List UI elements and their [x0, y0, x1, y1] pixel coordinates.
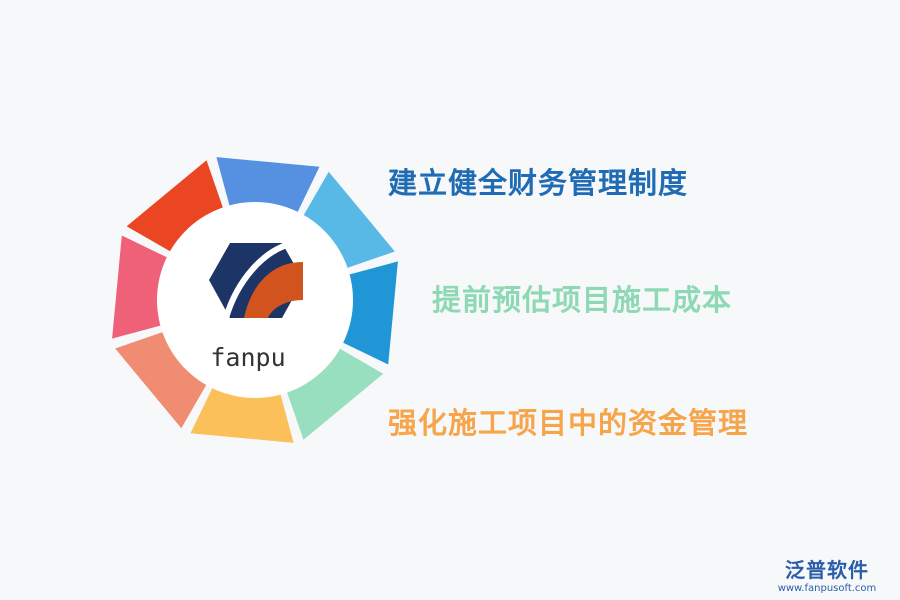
ring-segment-1: [216, 157, 320, 218]
logo-wordmark: fanpu: [210, 343, 285, 372]
watermark-url: www.fanpusoft.com: [777, 583, 877, 594]
item-fund-management: 强化施工项目中的资金管理: [388, 406, 749, 440]
watermark: 泛普软件 www.fanpusoft.com: [762, 554, 892, 594]
item-cost-estimate: 提前预估项目施工成本: [432, 283, 733, 317]
ring-segment-7: [112, 235, 173, 339]
item-finance-system: 建立健全财务管理制度: [388, 166, 689, 200]
fanpu-logo-icon: [209, 239, 303, 319]
watermark-name: 泛普软件: [785, 558, 869, 582]
ring-segment-3: [337, 261, 398, 365]
ring-segment-5: [190, 382, 294, 443]
